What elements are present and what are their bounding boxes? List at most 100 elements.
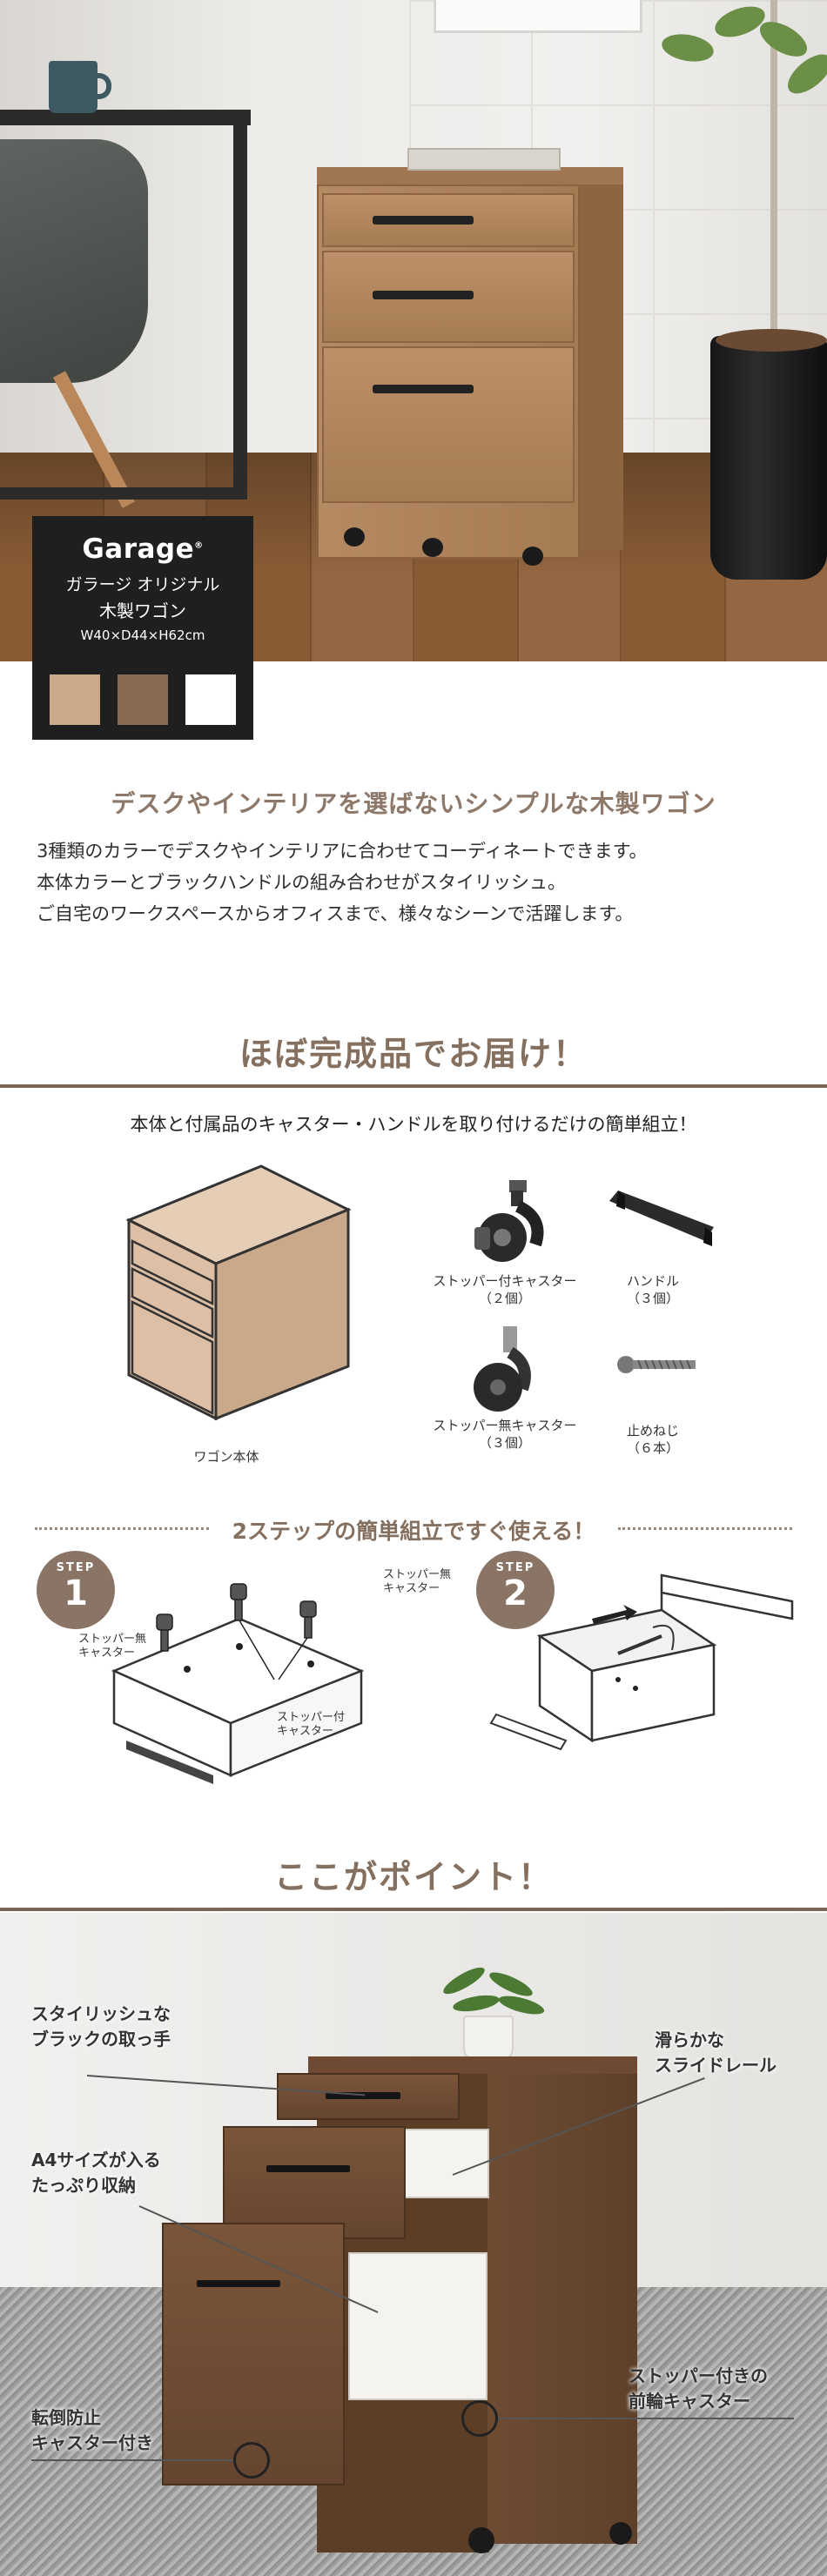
open-drawer-tray (402, 2129, 489, 2198)
brand-name: Garage (82, 533, 195, 565)
brand-subtitle: ガラージ オリジナル (65, 575, 220, 594)
caster-stopper-icon (474, 1180, 544, 1262)
label-line: キャスター (277, 1725, 334, 1738)
caster-free-qty: （３個） (478, 1435, 531, 1451)
step-2-illustration (489, 1573, 794, 1751)
drawer-3 (162, 2223, 345, 2485)
brand-card: Garage® ガラージ オリジナル 木製ワゴン W40×D44×H62cm (32, 516, 253, 664)
drawer-handle (266, 2165, 350, 2172)
office-chair (0, 139, 148, 383)
dotted-line-left (35, 1527, 209, 1530)
steps-heading: 2ステップの簡単組立ですぐ使える！ (232, 1519, 595, 1544)
color-swatch-white[interactable] (185, 674, 236, 725)
mug (49, 61, 97, 113)
callout-line: 転倒防止 (31, 2407, 101, 2428)
callout-leader (31, 2459, 233, 2461)
plant-trunk (770, 0, 777, 348)
handle-name: ハンドル (626, 1273, 679, 1289)
intro-line-3: ご自宅のワークスペースからオフィスまで、様々なシーンで活躍します。 (37, 903, 634, 924)
step1-label-stopper: ストッパー付 キャスター (277, 1711, 345, 1739)
picture-frame (434, 0, 642, 33)
step1-label-free-left: ストッパー無 キャスター (78, 1633, 146, 1660)
intro-line-2: 本体カラーとブラックハンドルの組み合わせがスタイリッシュ。 (37, 872, 566, 893)
desk-leg (233, 125, 247, 500)
desk-top (0, 110, 251, 125)
product-dimensions: W40×D44×H62cm (80, 627, 205, 643)
callout-anti-tip: 転倒防止 キャスター付き (31, 2405, 153, 2456)
callout-line: たっぷり収納 (31, 2175, 136, 2196)
part-label-caster-stopper: ストッパー付キャスター （２個） (409, 1272, 601, 1307)
callout-leader (498, 2418, 794, 2419)
callout-line: スタイリッシュな (31, 2003, 171, 2024)
drawer-handle (373, 291, 474, 299)
plant-pot (710, 336, 827, 580)
section-divider (0, 1084, 827, 1088)
callout-line: ブラックの取っ手 (31, 2029, 171, 2049)
wagon-side (487, 2074, 637, 2544)
caster-free-icon (474, 1326, 531, 1412)
desk-bar (0, 487, 247, 500)
label-line: ストッパー無 (383, 1568, 452, 1581)
assembly-heading: ほぼ完成品でお届け！ (239, 1035, 588, 1073)
caster-free-name: ストッパー無キャスター (433, 1418, 577, 1433)
callout-rail: 滑らかな スライドレール (655, 2028, 777, 2078)
pot-soil (716, 329, 827, 352)
callout-line: A4サイズが入る (31, 2150, 161, 2170)
wagon-drawer-3 (322, 346, 575, 503)
wagon-drawer-2 (322, 251, 575, 343)
points-heading: ここがポイント！ (273, 1858, 553, 1896)
screw-name: 止めねじ (626, 1423, 679, 1439)
label-line: キャスター (78, 1647, 136, 1660)
section-divider (0, 1908, 827, 1911)
points-photo: スタイリッシュな ブラックの取っ手 A4サイズが入る たっぷり収納 滑らかな ス… (0, 1913, 827, 2576)
caster-wheel (468, 2527, 494, 2553)
callout-line: 滑らかな (655, 2029, 724, 2050)
step-word: STEP (495, 1561, 535, 1574)
drawer-handle (197, 2280, 280, 2287)
mug-handle (91, 73, 111, 99)
callout-line: 前輪キャスター (629, 2391, 750, 2412)
step-number: 2 (503, 1573, 528, 1613)
callout-line: ストッパー付きの (629, 2365, 768, 2386)
step-number: 1 (64, 1573, 88, 1613)
book (407, 148, 561, 171)
part-label-screw: 止めねじ （６本） (605, 1422, 701, 1457)
caster-wheel (609, 2522, 632, 2545)
step-1-illustration (111, 1583, 365, 1784)
screw-icon (617, 1356, 696, 1373)
callout-line: スライドレール (655, 2055, 777, 2076)
registered-mark: ® (194, 540, 204, 551)
part-label-handle: ハンドル （３個） (609, 1272, 696, 1307)
callout-handle: スタイリッシュな ブラックの取っ手 (31, 2002, 171, 2052)
dotted-line-right (618, 1527, 792, 1530)
brand-logo: Garage® (32, 533, 253, 565)
caster-stopper-name: ストッパー付キャスター (433, 1273, 577, 1289)
screw-qty: （６本） (626, 1440, 679, 1456)
drawer-handle (373, 385, 474, 393)
step-word: STEP (56, 1561, 96, 1574)
label-line: ストッパー付 (277, 1711, 346, 1724)
callout-front-caster: ストッパー付きの 前輪キャスター (629, 2364, 768, 2414)
callout-circle (461, 2400, 498, 2437)
handle-icon (609, 1191, 714, 1246)
drawer-handle (373, 216, 474, 225)
color-swatch-medium[interactable] (118, 674, 168, 725)
color-swatch-light[interactable] (50, 674, 100, 725)
part-label-caster-free: ストッパー無キャスター （３個） (409, 1417, 601, 1452)
callout-circle (233, 2442, 270, 2479)
wagon-side (580, 184, 623, 550)
label-line: ストッパー無 (78, 1633, 147, 1646)
step1-label-free-top: ストッパー無 キャスター (383, 1568, 451, 1596)
callout-storage: A4サイズが入る たっぷり収納 (31, 2148, 161, 2198)
intro-heading: デスクやインテリアを選ばないシンプルな木製ワゴン (111, 789, 716, 818)
part-label-body: ワゴン本体 (193, 1449, 259, 1465)
caster-wheel (522, 547, 543, 566)
caster-wheel (344, 527, 365, 547)
assembly-description: 本体と付属品のキャスター・ハンドルを取り付けるだけの簡単組立！ (130, 1114, 697, 1135)
wagon-body-illustration (125, 1164, 352, 1421)
open-drawer-tray (348, 2252, 487, 2400)
product-name: 木製ワゴン (99, 600, 186, 621)
drawer-2 (223, 2126, 406, 2239)
handle-qty: （３個） (626, 1291, 679, 1306)
step-2-badge: STEP 2 (476, 1551, 555, 1629)
